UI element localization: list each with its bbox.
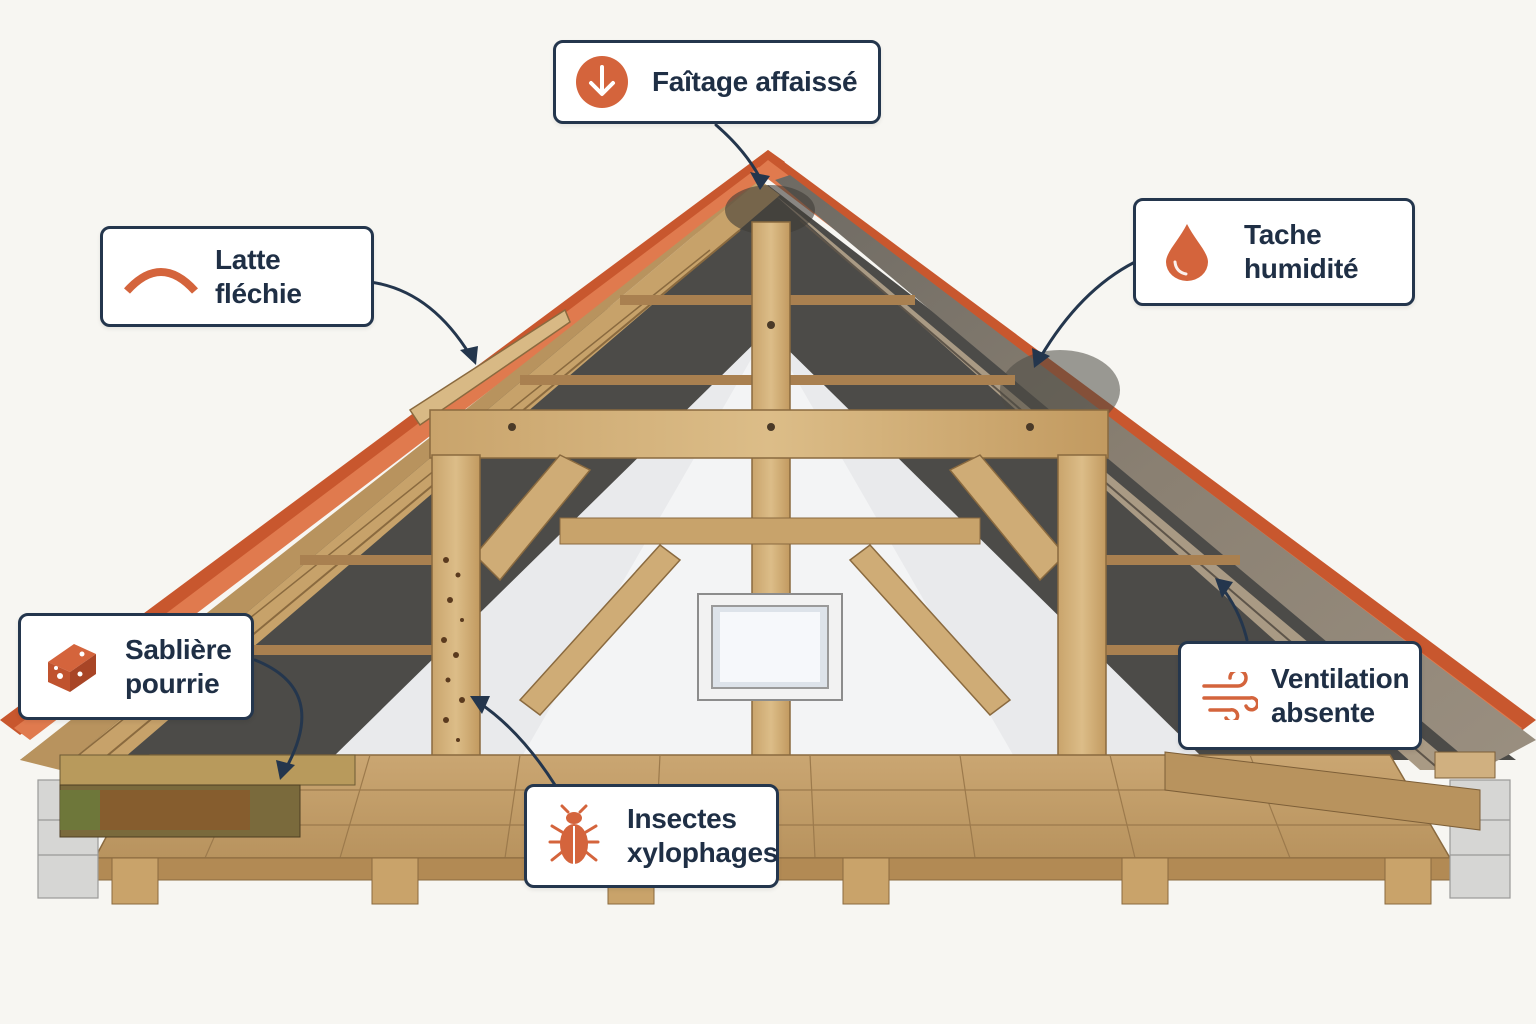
callout-ventilation: Ventilation absente: [1178, 641, 1422, 750]
beetle-icon: [547, 803, 601, 869]
wind-icon: [1199, 671, 1259, 721]
callout-ventilation-line1: Ventilation: [1271, 662, 1410, 694]
callout-sabliere-line1: Sablière: [125, 633, 232, 665]
callout-ventilation-line2: absente: [1271, 696, 1375, 728]
wall-plate-right: [1164, 751, 1496, 831]
collar-tie: [429, 409, 1109, 459]
callout-sabliere: Sablière pourrie: [18, 613, 254, 720]
callout-latte-label: Latte fléchie: [215, 243, 302, 309]
callout-insectes-line2: xylophages: [627, 837, 779, 868]
broken-beam-icon: [39, 637, 101, 697]
roof-tiles-left: [0, 150, 785, 740]
callout-insectes-line1: Insectes: [627, 803, 737, 834]
connector-arrows: [253, 123, 1249, 787]
callout-faitage-label: Faîtage affaissé: [652, 66, 858, 97]
callout-faitage: Faîtage affaissé: [553, 40, 881, 124]
inner-beam: [559, 517, 981, 545]
braces: [473, 454, 1067, 717]
callout-tache-line2: humidité: [1244, 253, 1359, 284]
rotten-wall-plate: [59, 754, 356, 838]
callout-sabliere-line2: pourrie: [125, 667, 220, 699]
bent-lath: [408, 308, 571, 427]
gable-window: [697, 593, 843, 701]
water-drop-icon: [1162, 220, 1212, 284]
arc-icon: [123, 257, 199, 297]
callout-tache-line1: Tache: [1244, 219, 1322, 250]
callout-tache: Tache humidité: [1133, 198, 1415, 306]
callout-latte: Latte fléchie: [100, 226, 374, 327]
arrow-heads: [276, 172, 1233, 780]
down-arrow-circle-icon: [574, 54, 630, 110]
callout-insectes: Insectes xylophages: [524, 784, 779, 888]
